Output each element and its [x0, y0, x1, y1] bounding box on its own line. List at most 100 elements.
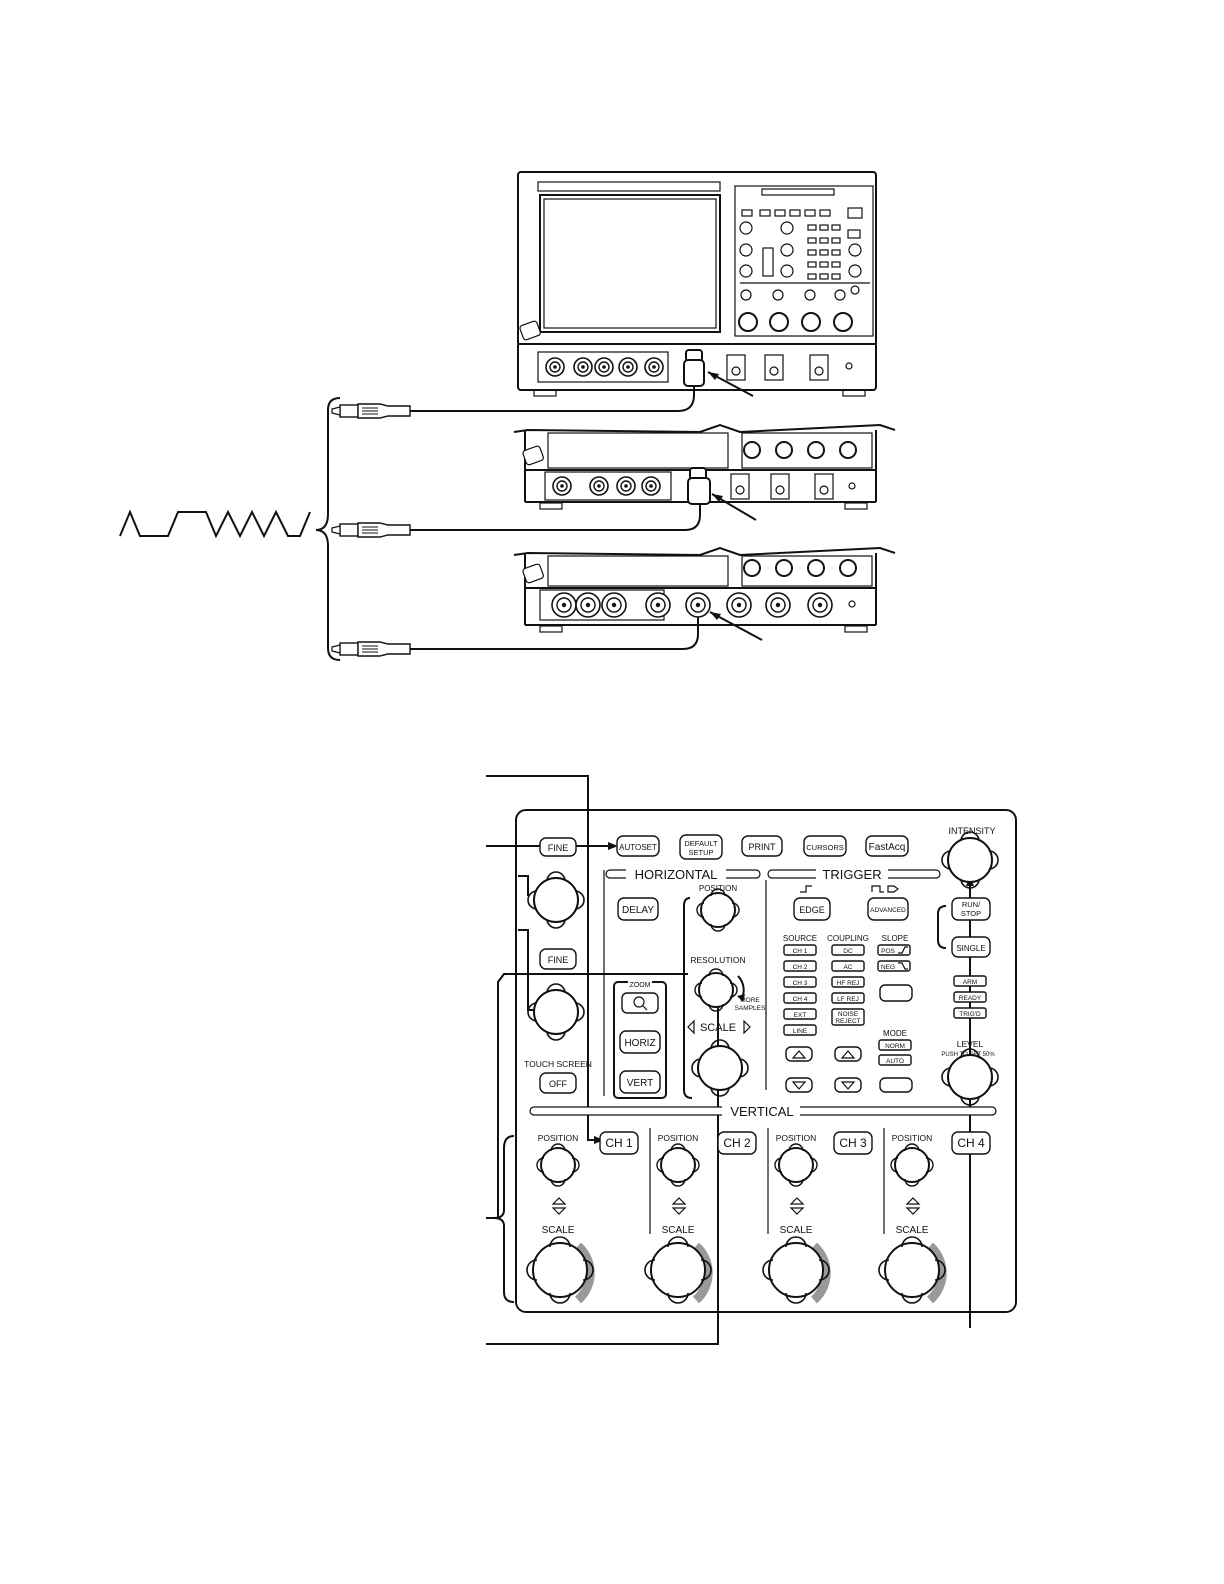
ch4-position-knob[interactable] — [890, 1143, 934, 1187]
up-arrow-icon — [840, 1050, 856, 1059]
fine-button-top[interactable] — [539, 837, 577, 857]
cursors-button[interactable] — [803, 835, 847, 857]
source-ch1-button[interactable] — [783, 944, 817, 956]
ch2-scale-knob[interactable] — [645, 1237, 711, 1303]
ready-label: READY — [959, 995, 982, 1002]
coupling-hfrej-button[interactable] — [831, 976, 865, 988]
arrowhead — [712, 494, 723, 502]
coupling-lfrej-button[interactable] — [831, 992, 865, 1004]
ch3-scale-knob[interactable] — [763, 1237, 829, 1303]
more-label: MORE — [740, 997, 760, 1004]
slope-neg-label: NEG — [881, 964, 895, 971]
ch3-position-knob[interactable] — [774, 1143, 818, 1187]
fine-button[interactable] — [539, 948, 577, 970]
source-ext-label: EXT — [794, 1012, 807, 1019]
off-label: OFF — [549, 1079, 567, 1089]
horizontal-scale-knob[interactable] — [691, 1039, 749, 1097]
cursors-label: CURSORS — [806, 843, 844, 852]
trigd-indicator — [953, 1007, 987, 1019]
autoset-button[interactable] — [616, 835, 660, 857]
top-button-row: FINE AUTOSET DEFAULT SETUP PRINT CURSORS… — [539, 834, 909, 860]
source-ch4-button[interactable] — [783, 992, 817, 1004]
ch1-scale-knob[interactable] — [527, 1237, 593, 1303]
horizontal-scale-label: SCALE — [700, 1022, 736, 1034]
magnifier-icon — [633, 996, 648, 1011]
multipurpose-knob-a[interactable] — [527, 871, 585, 929]
touch-screen-label: TOUCH SCREEN — [524, 1059, 592, 1069]
arm-label: ARM — [963, 979, 977, 986]
default-setup-button[interactable] — [679, 834, 723, 860]
oscilloscope-front-2 — [513, 423, 896, 510]
touch-off-button[interactable] — [539, 1072, 577, 1094]
mode-auto-button[interactable] — [878, 1054, 912, 1066]
autoset-label: AUTOSET — [619, 843, 657, 852]
source-ch3-button[interactable] — [783, 976, 817, 988]
ch1-label: CH 1 — [605, 1136, 633, 1150]
source-label: SOURCE — [783, 934, 817, 943]
horizontal-position-knob[interactable] — [696, 888, 740, 932]
up-down-icon — [789, 1197, 805, 1215]
print-label: PRINT — [749, 842, 777, 852]
zoom-button[interactable] — [621, 992, 659, 1014]
trigger-title: TRIGGER — [822, 867, 881, 882]
stop-label: STOP — [961, 909, 981, 918]
resolution-knob[interactable] — [694, 968, 738, 1012]
auto-label: AUTO — [886, 1058, 904, 1065]
noise-label: NOISE — [838, 1011, 859, 1018]
ch4-button[interactable] — [951, 1131, 991, 1155]
blank-mode-button[interactable] — [879, 1077, 913, 1093]
mode-norm-button[interactable] — [878, 1039, 912, 1051]
ch1-button[interactable] — [599, 1131, 639, 1155]
source-ext-button[interactable] — [783, 1008, 817, 1020]
channel-4-controls: POSITION CH 4 SCALE — [879, 1131, 991, 1303]
edge-label: EDGE — [799, 905, 825, 915]
vertical-title: VERTICAL — [730, 1104, 793, 1119]
delay-button[interactable] — [617, 897, 659, 921]
coupling-up-button[interactable] — [834, 1046, 862, 1062]
coupling-noise-reject-button[interactable] — [831, 1008, 865, 1026]
ch2-position-label: POSITION — [658, 1133, 699, 1143]
edge-button[interactable] — [793, 897, 831, 921]
coupling-hfrej-label: HF REJ — [837, 980, 860, 987]
blank-trigger-button[interactable] — [879, 984, 913, 1002]
vert-label: VERT — [627, 1078, 654, 1089]
up-arrow-icon — [791, 1050, 807, 1059]
source-line-label: LINE — [793, 1028, 808, 1035]
run-stop-button[interactable] — [951, 897, 991, 921]
up-down-icon — [551, 1197, 567, 1215]
horiz-label: HORIZ — [624, 1038, 655, 1049]
ch1-position-knob[interactable] — [536, 1143, 580, 1187]
source-line-button[interactable] — [783, 1024, 817, 1036]
ch4-label: CH 4 — [957, 1136, 985, 1150]
front-panel — [515, 809, 1017, 1313]
single-button[interactable] — [951, 936, 991, 958]
horiz-button[interactable] — [619, 1030, 661, 1054]
fine-top-label: FINE — [548, 843, 569, 853]
coupling-ac-button[interactable] — [831, 960, 865, 972]
ch2-button[interactable] — [717, 1131, 757, 1155]
ch3-label: CH 3 — [839, 1136, 867, 1150]
source-up-button[interactable] — [785, 1046, 813, 1062]
multipurpose-knob-b[interactable] — [527, 983, 585, 1041]
trigger-section: TRIGGER EDGE ADVANCED SOURCE COUPLING SL… — [765, 866, 941, 1093]
ready-indicator — [953, 991, 987, 1003]
ch2-scale-label: SCALE — [662, 1225, 695, 1236]
arrowhead — [710, 612, 721, 620]
vert-button[interactable] — [619, 1070, 661, 1094]
ch2-position-knob[interactable] — [656, 1143, 700, 1187]
coupling-dc-button[interactable] — [831, 944, 865, 956]
intensity-knob[interactable] — [941, 831, 999, 889]
falling-edge-icon — [898, 962, 908, 970]
fastacq-button[interactable] — [865, 835, 909, 857]
advanced-button[interactable] — [867, 897, 909, 921]
left-column: FINE TOUCH SCREEN OFF — [524, 871, 592, 1094]
source-ch3-label: CH 3 — [793, 980, 808, 987]
ch3-button[interactable] — [833, 1131, 873, 1155]
source-ch2-button[interactable] — [783, 960, 817, 972]
ch4-scale-knob[interactable] — [879, 1237, 945, 1303]
advanced-label: ADVANCED — [870, 907, 906, 914]
reject-label: REJECT — [835, 1018, 860, 1025]
print-button[interactable] — [741, 835, 783, 857]
grouping-brace — [315, 397, 341, 661]
